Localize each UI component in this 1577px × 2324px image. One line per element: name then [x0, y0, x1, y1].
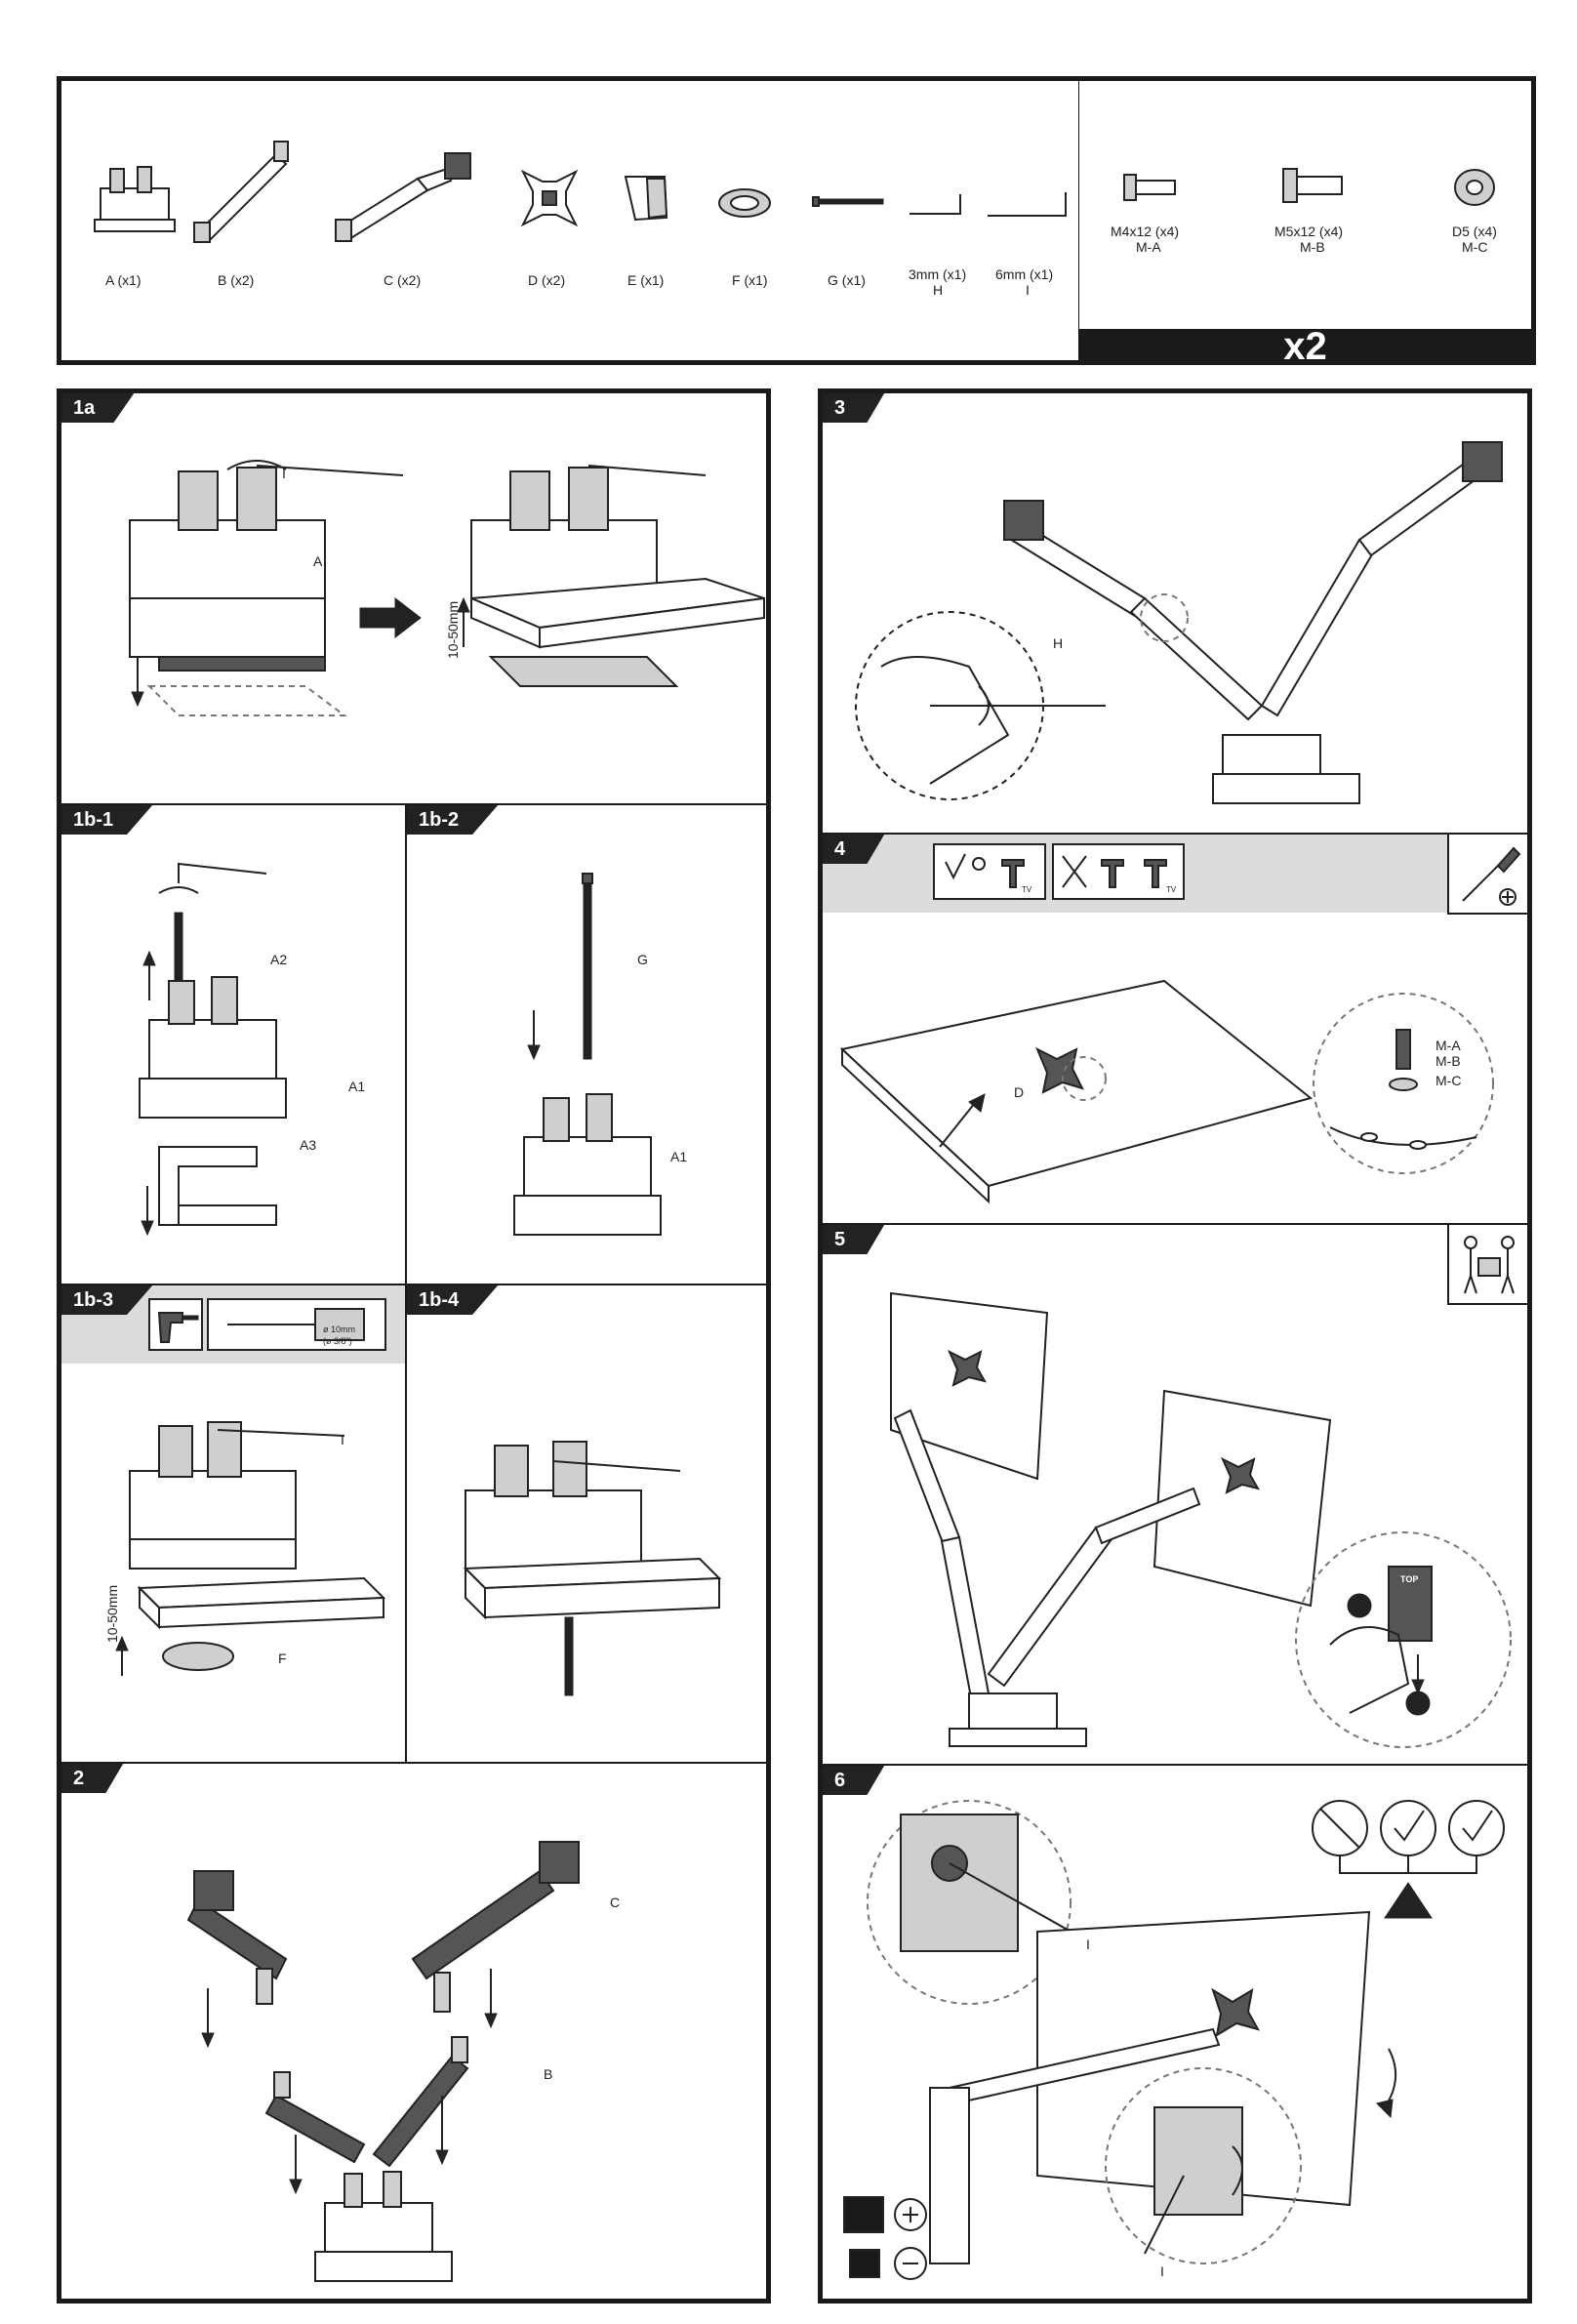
tension-increase-icon: [842, 2195, 930, 2238]
step-1a-callout-a: A: [313, 553, 322, 569]
part-label-i: 6mm (x1): [995, 266, 1053, 282]
step-4-callout-ma: M-A: [1435, 1038, 1461, 1053]
step-1b4-panel: 1b-4: [407, 1285, 766, 1764]
hw-label-m5: M5x12 (x4): [1274, 224, 1343, 239]
clamp-detached-illustration: [120, 452, 393, 725]
step-2-callout-c: C: [610, 1895, 620, 1910]
screw-correct-icon: [934, 844, 1047, 903]
part-label-b: B (x2): [218, 272, 254, 288]
step-4-callout-mb: M-B: [1435, 1053, 1461, 1069]
part-label-g: G (x1): [828, 272, 866, 288]
step-4-callout-d: D: [1014, 1084, 1024, 1100]
right-column: 3 H 4 TV TV: [818, 388, 1532, 2304]
clamp-base-icon: [91, 159, 179, 237]
parts-list-panel: A (x1) B (x2) C (x2) D (x2) E (x1) F (x1…: [57, 76, 1083, 365]
step-5-top-label: TOP: [1400, 1574, 1418, 1584]
step-4-callout-mc: M-C: [1435, 1073, 1461, 1088]
step-1b4-tag: 1b-4: [407, 1285, 498, 1315]
step-1b1-callout-a3: A3: [300, 1137, 316, 1153]
part-label-d: D (x2): [528, 272, 565, 288]
screw-incorrect-icon: [1053, 844, 1186, 903]
grommet-tightened-illustration: [456, 1432, 748, 1725]
clamp-mounted-illustration: [452, 452, 764, 745]
step-1b3-drill-size-imperial: (ø 3/8"): [323, 1336, 352, 1346]
step-1b2-tag: 1b-2: [407, 805, 498, 835]
arrow-right-icon: [356, 598, 425, 637]
two-person-lift-badge: [1447, 1223, 1529, 1305]
vesa-plate-attach-illustration: [842, 971, 1330, 1196]
hex-key-6mm-icon: [984, 188, 1081, 227]
step-6-tag: 6: [823, 1766, 884, 1795]
step-1b2-callout-a1: A1: [670, 1149, 687, 1164]
tension-decrease-icon: [848, 2244, 936, 2287]
rod-lower-illustration: [505, 874, 700, 1244]
cable-clip-icon: [618, 169, 676, 227]
part-sub-h: H: [933, 282, 943, 298]
hw-sub-m5: M-B: [1300, 239, 1325, 255]
step-2-tag: 2: [61, 1764, 123, 1793]
drill-icon: [149, 1299, 204, 1352]
hex-key-3mm-icon: [906, 188, 974, 227]
step-1b2-callout-g: G: [637, 952, 648, 967]
part-sub-i: I: [1026, 282, 1030, 298]
step-1b3-drill-size: ø 10mm: [323, 1325, 355, 1334]
step-3-panel: 3 H: [823, 393, 1527, 835]
step-1a-callout-i: I: [282, 466, 286, 481]
threaded-rod-icon: [813, 196, 891, 208]
step-6-panel: 6 I I: [823, 1766, 1527, 2299]
hardware-multiplier-badge: x2: [1079, 329, 1531, 365]
arm-assembly-illustration: [179, 1803, 725, 2291]
drill-bit-diagram: [208, 1299, 387, 1352]
step-1a-tag: 1a: [61, 393, 134, 423]
step-1b1-panel: 1b-1 A2 A1 A3: [61, 805, 407, 1285]
step-1b3-clamp-range: 10-50mm: [104, 1585, 120, 1643]
step-1b1-tag: 1b-1: [61, 805, 152, 835]
hw-sub-d5: M-C: [1462, 239, 1487, 255]
screwdriver-tool-badge: [1447, 833, 1529, 915]
grommet-mount-illustration: [110, 1412, 393, 1744]
step-3-callout-h: H: [1053, 635, 1063, 651]
part-label-f: F (x1): [732, 272, 768, 288]
step-3-tag: 3: [823, 393, 884, 423]
step-5-panel: 5 TOP: [823, 1225, 1527, 1766]
part-label-c: C (x2): [384, 272, 421, 288]
lower-arm-icon: [188, 140, 296, 247]
step-6-callout-i-bottom: I: [1160, 2263, 1164, 2279]
step-1a-panel: 1a I A 10-50mm: [61, 393, 766, 805]
vesa-plate-icon: [515, 164, 584, 232]
rod-insert-illustration: [140, 854, 335, 1264]
hardware-panel: M4x12 (x4) M-A M5x12 (x4) M-B D5 (x4) M-…: [1079, 76, 1536, 365]
step-1b1-callout-a1: A1: [348, 1079, 365, 1094]
hw-label-d5: D5 (x4): [1452, 224, 1497, 239]
step-4-tv-label-correct: TV: [1022, 885, 1031, 894]
part-label-a: A (x1): [105, 272, 142, 288]
left-column: 1a I A 10-50mm 1b-1: [57, 388, 771, 2304]
step-5-tag: 5: [823, 1225, 884, 1254]
hw-sub-m4: M-A: [1136, 239, 1161, 255]
upper-arm-icon: [330, 140, 476, 247]
step-1b1-callout-a2: A2: [270, 952, 287, 967]
step-4-tv-label-incorrect: TV: [1166, 885, 1176, 894]
part-label-e: E (x1): [627, 272, 664, 288]
part-label-h: 3mm (x1): [909, 266, 966, 282]
step-1b2-panel: 1b-2 G A1: [407, 805, 766, 1285]
screw-washer-detail-zoom: [1311, 991, 1496, 1176]
step-4-panel: 4 TV TV D M-A M-B M-C: [823, 835, 1527, 1225]
top-bracket-detail-zoom: [1291, 1528, 1516, 1752]
hex-key-detail-zoom: [852, 608, 1145, 813]
step-2-callout-b: B: [544, 2066, 552, 2082]
washer-icon: [1450, 163, 1499, 212]
step-1a-clamp-range: 10-50mm: [445, 601, 461, 659]
step-6-callout-i-top: I: [1086, 1937, 1090, 1952]
screw-m4-icon: [1120, 169, 1179, 208]
screw-m5-icon: [1279, 163, 1348, 212]
step-2-panel: 2 C B: [61, 1764, 766, 2299]
step-1b3-callout-f: F: [278, 1651, 287, 1666]
hw-label-m4: M4x12 (x4): [1111, 224, 1179, 239]
grommet-plate-icon: [715, 183, 774, 223]
two-person-lift-icon: [1457, 1233, 1521, 1297]
screwdriver-icon: [1455, 840, 1523, 909]
step-1b3-panel: 1b-3 ø 10mm (ø 3/8") I F 10-50mm: [61, 1285, 407, 1764]
step-1b3-callout-i: I: [341, 1432, 344, 1447]
